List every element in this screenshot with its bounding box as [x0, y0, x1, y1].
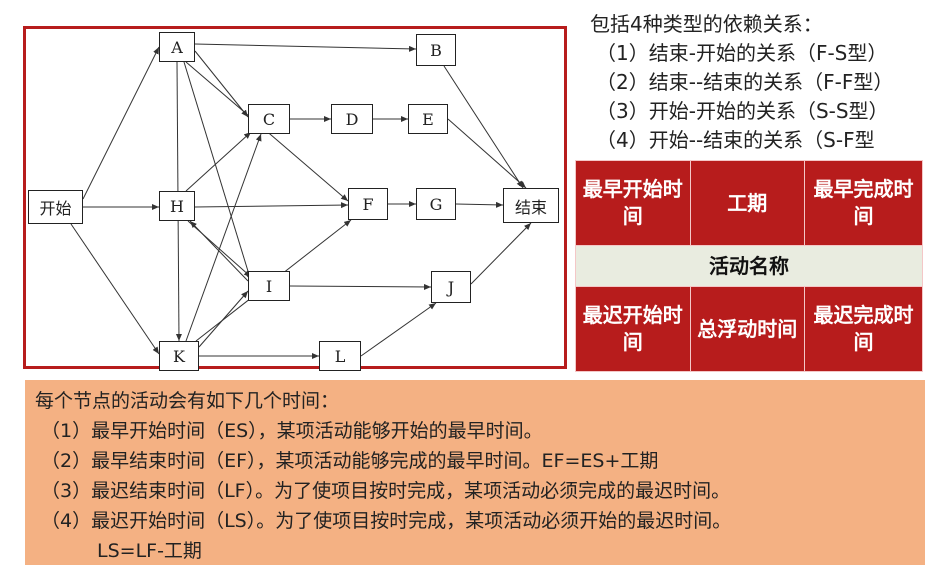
edge-e-end — [447, 118, 527, 189]
notes-item: （4）最迟开始时间（LS）。为了使项目按时完成，某项活动必须开始的最迟时间。 — [41, 510, 732, 532]
legend-duration: 工期 — [689, 160, 805, 246]
dependency-item: （1）结束-开始的关系（F-S型） — [596, 41, 888, 65]
edge-k-c — [185, 133, 262, 342]
node-legend: 最早开始时间 工期 最早完成时间 活动名称 最迟开始时间 总浮动时间 最迟完成时… — [575, 160, 923, 372]
edge-a-i — [183, 61, 252, 282]
edge-g-end — [455, 201, 504, 208]
edge-a-b — [194, 43, 417, 52]
node-a: A — [159, 32, 195, 62]
node-g: G — [416, 188, 456, 220]
edge-b-end — [443, 65, 524, 189]
legend-ls: 最迟开始时间 — [575, 286, 691, 372]
dependency-types: 包括4种类型的依赖关系： （1）结束-开始的关系（F-S型） （2）结束--结束… — [590, 10, 935, 155]
dependency-heading: 包括4种类型的依赖关系： — [590, 12, 823, 36]
node-k: K — [159, 341, 199, 371]
edge-h-f — [194, 202, 349, 209]
legend-float: 总浮动时间 — [689, 286, 805, 372]
notes-item: （1）最早开始时间（ES），某项活动能够开始的最早时间。 — [41, 420, 543, 442]
edge-a-c — [194, 50, 249, 118]
edge-l-j — [360, 302, 437, 357]
network-diagram-frame: 开始 A B C D E F G H 结束 I J K L — [23, 26, 567, 371]
edge-h-c — [185, 131, 252, 192]
legend-lf: 最迟完成时间 — [804, 286, 923, 372]
legend-activity-name: 活动名称 — [575, 245, 923, 287]
notes-item: （2）最早结束时间（EF），某项活动能够完成的最早时间。EF=ES+工期 — [41, 450, 659, 472]
node-e: E — [408, 104, 448, 134]
notes-continuation: LS=LF-工期 — [97, 540, 202, 562]
node-i: I — [248, 271, 290, 301]
node-b: B — [416, 34, 456, 66]
node-c: C — [248, 104, 290, 134]
notes-heading: 每个节点的活动会有如下几个时间： — [35, 390, 340, 412]
network-edges — [70, 43, 532, 359]
dependency-item: （3）开始-开始的关系（S-S型） — [596, 99, 889, 123]
node-end: 结束 — [503, 188, 559, 223]
node-j: J — [431, 271, 471, 303]
time-notes: 每个节点的活动会有如下几个时间： （1）最早开始时间（ES），某项活动能够开始的… — [25, 380, 925, 565]
edge-i-j — [289, 283, 432, 290]
node-f: F — [348, 188, 388, 220]
node-start: 开始 — [28, 190, 83, 224]
dependency-item: （2）结束--结束的关系（F-F型） — [596, 70, 894, 94]
node-l: L — [319, 341, 361, 371]
legend-es: 最早开始时间 — [575, 160, 691, 246]
edge-j-end — [470, 222, 532, 285]
edge-start-a — [82, 46, 160, 200]
legend-ef: 最早完成时间 — [804, 160, 923, 246]
dependency-item: （4）开始--结束的关系（S-F型 — [596, 128, 875, 152]
edge-start-k — [70, 223, 160, 355]
node-h: H — [159, 191, 195, 221]
node-d: D — [331, 104, 373, 134]
notes-item: （3）最迟结束时间（LF）。为了使项目按时完成，某项活动必须完成的最迟时间。 — [41, 480, 731, 502]
edge-k-i — [198, 290, 249, 348]
